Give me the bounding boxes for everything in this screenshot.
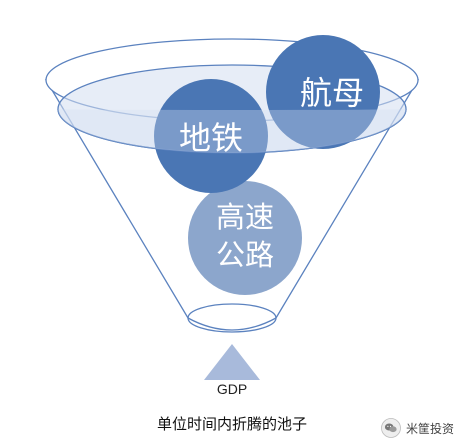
circle-ditie — [154, 79, 268, 193]
diagram-caption: 单位时间内折腾的池子 — [156, 415, 307, 433]
circle-hangmu — [266, 35, 380, 149]
funnel-rim-front-edge — [57, 108, 407, 154]
gdp-triangle — [204, 344, 260, 380]
watermark-text: 米筐投资 — [405, 421, 454, 436]
circle-label-gaosu-line1: 高速 — [216, 200, 274, 234]
circle-label-ditie: 地铁 — [179, 119, 243, 157]
circle-label-gaosu-line2: 公路 — [216, 238, 274, 272]
circle-gaosu — [188, 181, 302, 295]
funnel-rim-front-shade — [58, 109, 406, 153]
gdp-label: GDP — [216, 381, 248, 397]
wechat-icon — [381, 418, 401, 438]
circle-label-hangmu: 航母 — [300, 74, 364, 112]
watermark: 米筐投资 — [381, 417, 454, 439]
funnel-bottom — [187, 303, 277, 333]
